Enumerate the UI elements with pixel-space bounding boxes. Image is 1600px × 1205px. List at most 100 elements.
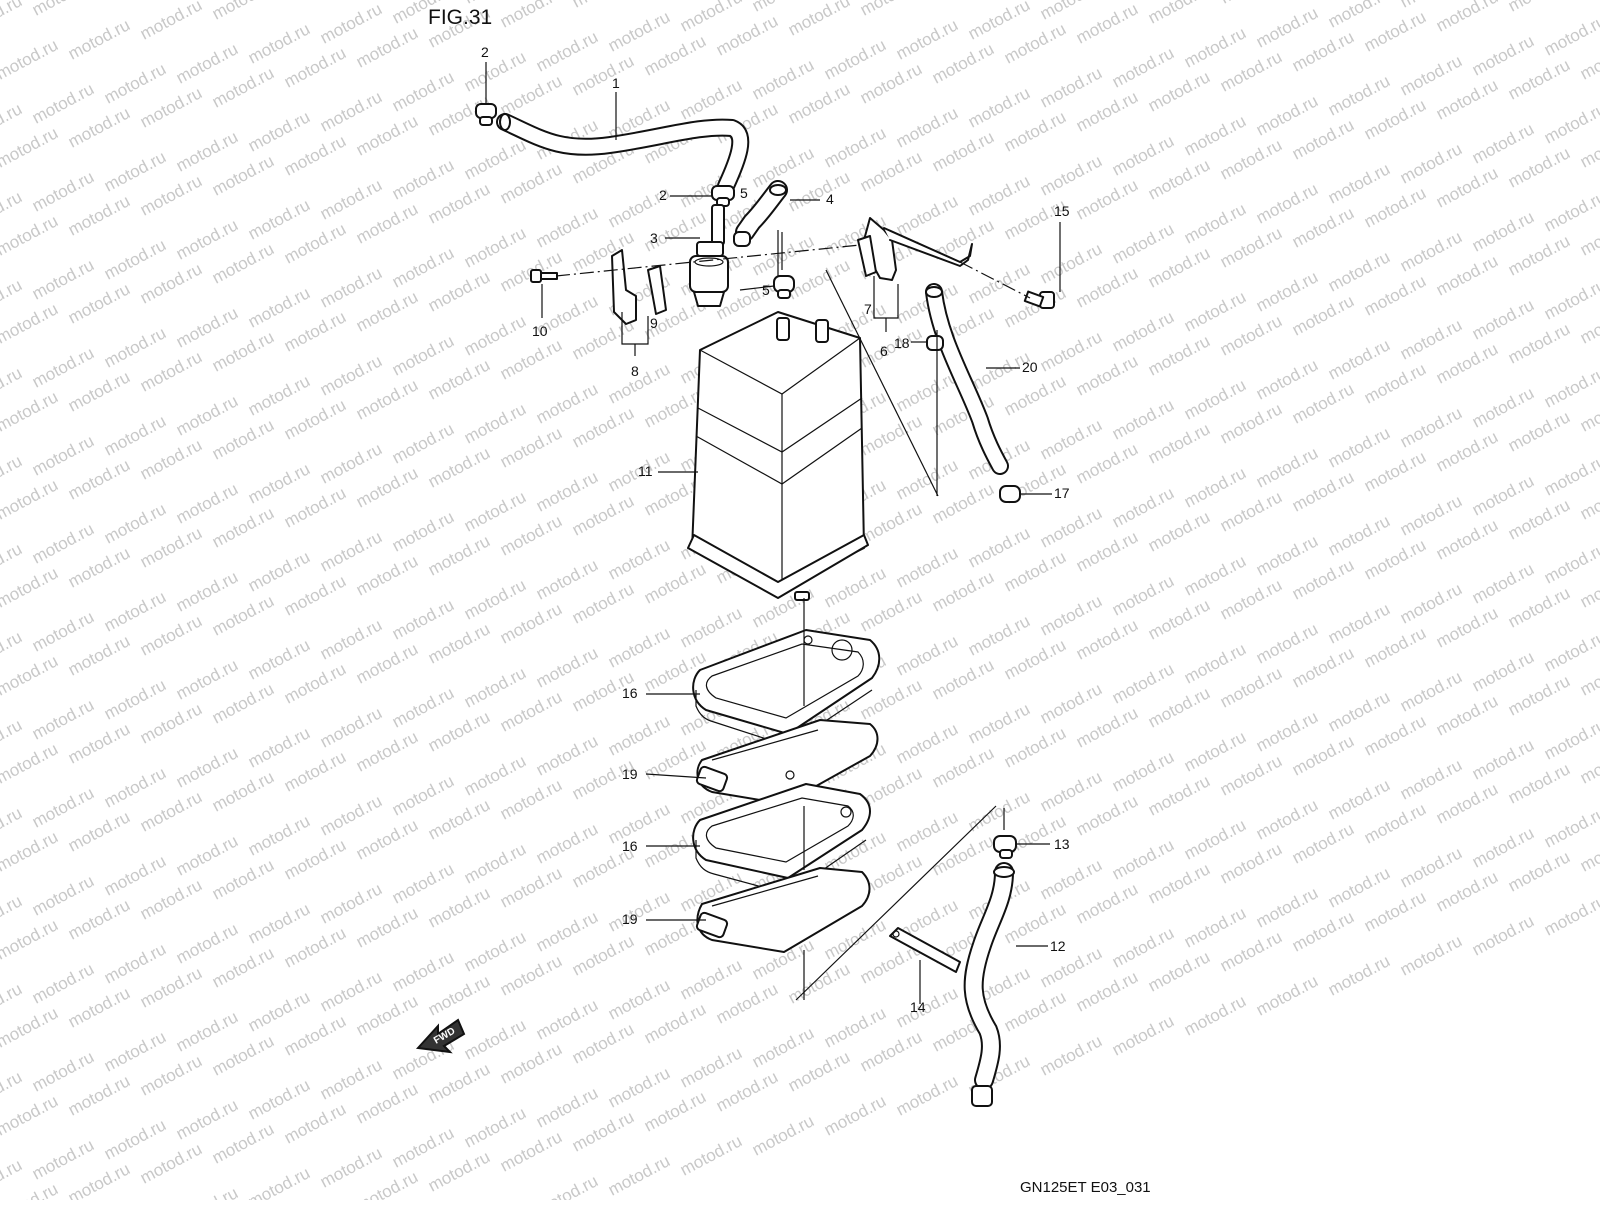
watermark-text: motod.ru xyxy=(281,219,349,267)
watermark-text: motod.ru xyxy=(281,395,349,443)
watermark-text: motod.ru xyxy=(929,39,997,87)
watermark-text: motod.ru xyxy=(389,771,457,819)
watermark-text: motod.ru xyxy=(1469,823,1537,871)
watermark-text: motod.ru xyxy=(965,83,1033,131)
watermark-text: motod.ru xyxy=(281,131,349,179)
watermark-text: motod.ru xyxy=(353,991,421,1039)
watermark-text: motod.ru xyxy=(173,1095,241,1143)
watermark-text: motod.ru xyxy=(569,403,637,451)
callout-19-lower: 19 xyxy=(622,911,638,927)
watermark-text: motod.ru xyxy=(65,191,133,239)
watermark-text: motod.ru xyxy=(1217,223,1285,271)
callout-3: 3 xyxy=(650,230,658,246)
watermark-text: motod.ru xyxy=(1361,799,1429,847)
watermark-text: motod.ru xyxy=(929,479,997,527)
watermark-text: motod.ru xyxy=(1217,135,1285,183)
callout-9: 9 xyxy=(650,315,658,331)
watermark-text: motod.ru xyxy=(1109,835,1177,883)
watermark-text: motod.ru xyxy=(0,915,61,963)
watermark-text: motod.ru xyxy=(1073,175,1141,223)
watermark-text: motod.ru xyxy=(857,0,925,20)
watermark-text: motod.ru xyxy=(785,255,853,303)
watermark-text: motod.ru xyxy=(317,1143,385,1191)
callout-2-top: 2 xyxy=(481,44,489,60)
callout-17: 17 xyxy=(1054,485,1070,501)
pad-part-7 xyxy=(857,235,877,277)
watermark-text: motod.ru xyxy=(1469,383,1537,431)
watermark-text: motod.ru xyxy=(1109,659,1177,707)
watermark-text: motod.ru xyxy=(209,327,277,375)
watermark-text: motod.ru xyxy=(1469,119,1537,167)
watermark-text: motod.ru xyxy=(893,543,961,591)
callout-14: 14 xyxy=(910,999,926,1015)
watermark-text: motod.ru xyxy=(533,27,601,75)
watermark-text: motod.ru xyxy=(821,35,889,83)
watermark-text: motod.ru xyxy=(1325,863,1393,911)
watermark-text: motod.ru xyxy=(1289,731,1357,779)
watermark-text: motod.ru xyxy=(857,587,925,635)
watermark-text: motod.ru xyxy=(137,0,205,44)
figure-label: FIG.31 xyxy=(428,6,492,29)
watermark-text: motod.ru xyxy=(1505,55,1573,103)
watermark-text: motod.ru xyxy=(353,375,421,423)
watermark-text: motod.ru xyxy=(497,71,565,119)
callout-19-upper: 19 xyxy=(622,766,638,782)
watermark-text: motod.ru xyxy=(317,1055,385,1103)
watermark-text: motod.ru xyxy=(353,463,421,511)
watermark-text: motod.ru xyxy=(389,595,457,643)
watermark-text: motod.ru xyxy=(497,159,565,207)
watermark-text: motod.ru xyxy=(245,459,313,507)
watermark-text: motod.ru xyxy=(317,87,385,135)
watermark-text: motod.ru xyxy=(497,599,565,647)
watermark-text: motod.ru xyxy=(893,15,961,63)
watermark-text: motod.ru xyxy=(209,679,277,727)
watermark-text: motod.ru xyxy=(29,783,97,831)
watermark-text: motod.ru xyxy=(641,31,709,79)
watermark-text: motod.ru xyxy=(1109,923,1177,971)
watermark-text: motod.ru xyxy=(461,575,529,623)
watermark-text: motod.ru xyxy=(1397,491,1465,539)
watermark-text: motod.ru xyxy=(425,1147,493,1195)
watermark-text: motod.ru xyxy=(1361,447,1429,495)
watermark-text: motod.ru xyxy=(1253,531,1321,579)
watermark-text: motod.ru xyxy=(533,1171,601,1200)
watermark-text: motod.ru xyxy=(533,555,601,603)
watermark-text: motod.ru xyxy=(461,487,529,535)
watermark-text: motod.ru xyxy=(1217,839,1285,887)
watermark-text: motod.ru xyxy=(353,727,421,775)
watermark-text: motod.ru xyxy=(1325,511,1393,559)
watermark-text: motod.ru xyxy=(389,155,457,203)
watermark-text: motod.ru xyxy=(677,603,745,651)
watermark-text: motod.ru xyxy=(1361,271,1429,319)
watermark-text: motod.ru xyxy=(1145,507,1213,555)
watermark-text: motod.ru xyxy=(1073,703,1141,751)
watermark-text: motod.ru xyxy=(0,211,61,259)
watermark-text: motod.ru xyxy=(1469,735,1537,783)
watermark-text: motod.ru xyxy=(1289,555,1357,603)
watermark-text: motod.ru xyxy=(1073,967,1141,1015)
watermark-text: motod.ru xyxy=(245,107,313,155)
watermark-text: motod.ru xyxy=(965,171,1033,219)
watermark-text: motod.ru xyxy=(1469,559,1537,607)
watermark-text: motod.ru xyxy=(821,1003,889,1051)
watermark-text: motod.ru xyxy=(893,631,961,679)
watermark-text: motod.ru xyxy=(0,1179,61,1200)
watermark-text: motod.ru xyxy=(1181,639,1249,687)
clamp-part-2-second xyxy=(711,185,735,207)
watermark-text: motod.ru xyxy=(1145,947,1213,995)
clamp-part-5-upper xyxy=(733,231,751,247)
watermark-text: motod.ru xyxy=(785,1047,853,1095)
watermark-text: motod.ru xyxy=(1073,351,1141,399)
watermark-text: motod.ru xyxy=(1397,51,1465,99)
watermark-text: motod.ru xyxy=(1325,159,1393,207)
watermark-text: motod.ru xyxy=(533,907,601,955)
watermark-text: motod.ru xyxy=(1037,151,1105,199)
watermark-text: motod.ru xyxy=(1073,615,1141,663)
clamp-part-2-top xyxy=(475,103,497,126)
watermark-text: motod.ru xyxy=(1541,715,1600,763)
watermark-text: motod.ru xyxy=(245,195,313,243)
watermark-text: motod.ru xyxy=(1073,263,1141,311)
watermark-text: motod.ru xyxy=(209,0,277,24)
